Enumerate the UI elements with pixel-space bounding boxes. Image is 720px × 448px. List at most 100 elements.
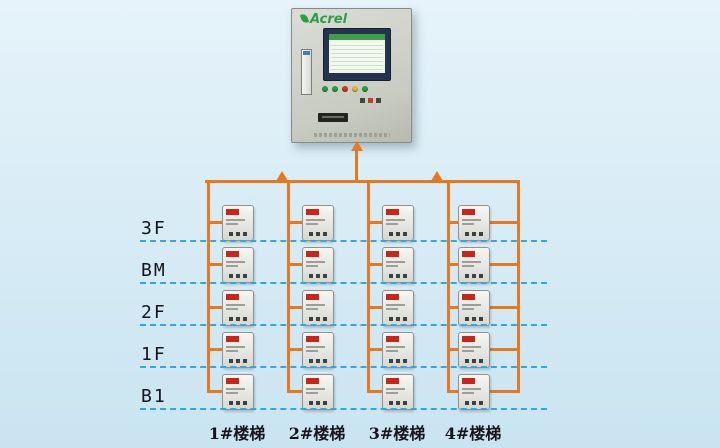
device-text-line	[226, 350, 238, 352]
device-text-line	[306, 219, 325, 221]
device-text-line	[226, 304, 245, 306]
device-module	[382, 247, 414, 283]
screen-content	[329, 34, 385, 73]
screen-header-bar	[329, 34, 385, 40]
device-text-line	[306, 223, 318, 225]
brand-name: Acrel	[310, 12, 348, 27]
device-module	[458, 332, 490, 368]
bus-line-horizontal	[205, 180, 520, 183]
device-module	[382, 332, 414, 368]
device-red-label	[226, 294, 239, 300]
device-red-label	[386, 209, 399, 215]
device-module	[302, 332, 334, 368]
device-terminals	[389, 232, 407, 236]
device-text-line	[386, 261, 405, 263]
device-text-line	[386, 219, 405, 221]
device-stub-line	[488, 348, 520, 351]
device-stub-line	[447, 348, 458, 351]
flow-indicator	[301, 49, 312, 95]
device-red-label	[462, 251, 475, 257]
device-text-line	[462, 388, 481, 390]
device-text-line	[462, 308, 474, 310]
device-module	[222, 374, 254, 410]
drop-line	[207, 180, 210, 393]
device-terminals	[389, 274, 407, 278]
device-red-label	[462, 294, 475, 300]
staircase-label: 1#楼梯	[208, 424, 266, 443]
device-module	[222, 205, 254, 241]
device-terminals	[389, 317, 407, 321]
device-module	[222, 290, 254, 326]
device-module	[222, 332, 254, 368]
control-cabinet: Acrel	[291, 8, 412, 143]
device-stub-line	[488, 263, 520, 266]
device-stub-line	[207, 348, 222, 351]
device-red-label	[306, 251, 319, 257]
device-text-line	[226, 219, 245, 221]
floor-label: 1F	[141, 344, 167, 365]
device-terminals	[389, 401, 407, 405]
display-screen	[323, 28, 391, 81]
indicator-button	[362, 86, 368, 92]
arrow-up-icon	[351, 141, 363, 151]
device-text-line	[386, 308, 398, 310]
device-terminals	[309, 274, 327, 278]
device-red-label	[386, 378, 399, 384]
device-stub-line	[488, 306, 520, 309]
device-text-line	[306, 388, 325, 390]
floor-label: B1	[141, 386, 167, 407]
device-stub-line	[367, 306, 382, 309]
device-red-label	[386, 251, 399, 257]
device-red-label	[462, 209, 475, 215]
device-text-line	[226, 265, 238, 267]
arrow-up-icon	[431, 171, 443, 181]
device-terminals	[309, 317, 327, 321]
device-terminals	[229, 401, 247, 405]
acrel-logo: Acrel	[300, 12, 348, 27]
device-terminals	[229, 317, 247, 321]
device-text-line	[462, 219, 481, 221]
staircase-label: 4#楼梯	[444, 424, 502, 443]
device-stub-line	[287, 306, 302, 309]
drop-line	[517, 180, 520, 393]
device-stub-line	[488, 390, 520, 393]
printer-slot	[318, 113, 348, 122]
device-text-line	[306, 346, 325, 348]
device-text-line	[306, 265, 318, 267]
device-module	[458, 374, 490, 410]
device-terminals	[229, 359, 247, 363]
device-stub-line	[447, 390, 458, 393]
indicator-button	[332, 86, 338, 92]
device-module	[302, 247, 334, 283]
device-stub-line	[287, 263, 302, 266]
device-terminals	[465, 232, 483, 236]
device-module	[458, 205, 490, 241]
device-red-label	[306, 294, 319, 300]
mini-indicator	[360, 98, 365, 103]
indicator-button	[352, 86, 358, 92]
device-text-line	[386, 346, 405, 348]
device-terminals	[309, 232, 327, 236]
floor-divider-line	[140, 408, 547, 410]
device-terminals	[465, 359, 483, 363]
mini-indicator	[368, 98, 373, 103]
device-terminals	[309, 401, 327, 405]
floor-divider-line	[140, 366, 547, 368]
device-terminals	[229, 232, 247, 236]
device-terminals	[465, 317, 483, 321]
device-stub-line	[287, 390, 302, 393]
arrow-up-icon	[276, 171, 288, 181]
riser-line	[355, 148, 358, 183]
drop-line	[367, 180, 370, 393]
drop-line	[447, 180, 450, 393]
device-stub-line	[287, 221, 302, 224]
nameplate	[314, 133, 390, 137]
device-red-label	[226, 251, 239, 257]
device-text-line	[462, 223, 474, 225]
device-module	[302, 205, 334, 241]
indicator-lights	[360, 98, 381, 103]
device-module	[382, 374, 414, 410]
floor-label: 3F	[141, 218, 167, 239]
device-red-label	[386, 336, 399, 342]
drop-line	[287, 180, 290, 393]
